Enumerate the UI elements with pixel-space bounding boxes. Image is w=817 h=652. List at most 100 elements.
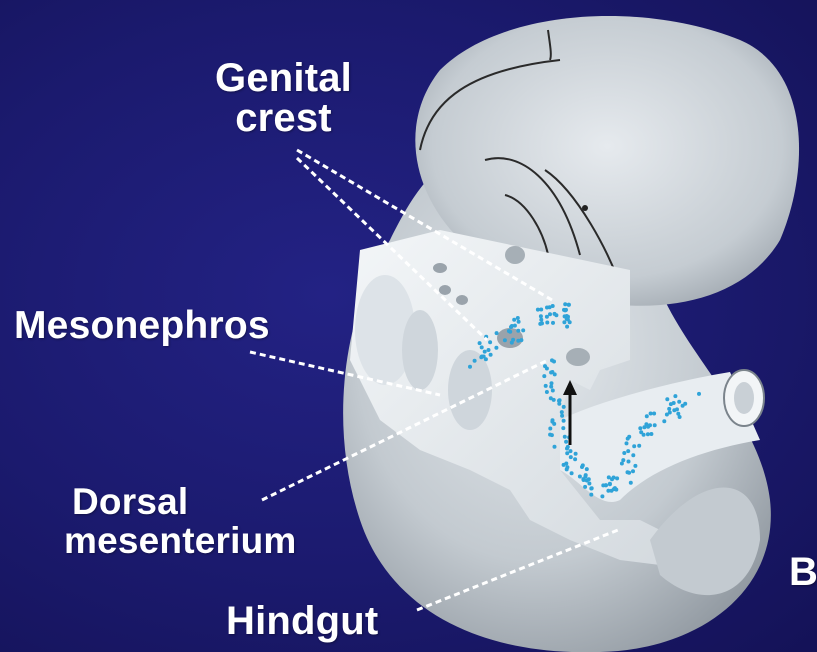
- germ-cell: [632, 444, 636, 448]
- germ-cell: [612, 487, 616, 491]
- germ-cell: [645, 414, 649, 418]
- germ-cell: [565, 465, 569, 469]
- germ-cell: [583, 475, 587, 479]
- germ-cell: [478, 341, 482, 345]
- label-dorsal-line2: mesenterium: [64, 522, 364, 561]
- germ-cell: [545, 315, 549, 319]
- germ-cell: [548, 305, 552, 309]
- germ-cell: [511, 338, 515, 342]
- germ-cell: [516, 329, 520, 333]
- germ-cell: [563, 308, 567, 312]
- germ-cell: [673, 394, 677, 398]
- germ-cell: [631, 469, 635, 473]
- germ-cell: [629, 481, 633, 485]
- germ-cell: [548, 312, 552, 316]
- germ-cell: [480, 345, 484, 349]
- germ-cell: [625, 441, 629, 445]
- germ-cell: [483, 350, 487, 354]
- germ-cell: [583, 485, 587, 489]
- germ-cell: [562, 405, 566, 409]
- germ-cell: [638, 426, 642, 430]
- germ-cell: [653, 423, 657, 427]
- germ-cell: [540, 321, 544, 325]
- germ-cell: [578, 475, 582, 479]
- germ-cell: [646, 425, 650, 429]
- germ-cell: [488, 340, 492, 344]
- germ-cell: [665, 397, 669, 401]
- germ-cell: [587, 482, 591, 486]
- germ-cell: [567, 303, 571, 307]
- germ-cell: [677, 400, 681, 404]
- germ-cell: [517, 320, 521, 324]
- germ-cell: [554, 313, 558, 317]
- germ-cell: [564, 462, 568, 466]
- germ-cell: [633, 464, 637, 468]
- germ-cell: [585, 467, 589, 471]
- germ-cell: [548, 427, 552, 431]
- germ-cell: [626, 449, 630, 453]
- germ-cell: [544, 384, 548, 388]
- germ-cell: [665, 413, 669, 417]
- germ-cell: [627, 460, 631, 464]
- germ-cell: [606, 489, 610, 493]
- germ-cell: [681, 404, 685, 408]
- germ-cell: [652, 412, 656, 416]
- germ-cell: [568, 320, 572, 324]
- germ-cell: [569, 449, 573, 453]
- label-mesonephros: Mesonephros: [14, 306, 270, 345]
- germ-cell: [552, 422, 556, 426]
- germ-cell: [553, 372, 557, 376]
- germ-cell: [662, 419, 666, 423]
- germ-cell: [667, 407, 671, 411]
- germ-cell: [675, 407, 679, 411]
- germ-cell: [539, 314, 543, 318]
- germ-cell: [563, 435, 567, 439]
- germ-cell: [521, 328, 525, 332]
- germ-cell: [604, 483, 608, 487]
- germ-cell: [562, 320, 566, 324]
- germ-cell: [573, 457, 577, 461]
- germ-cell: [564, 440, 568, 444]
- germ-cell: [508, 330, 512, 334]
- germ-cell: [565, 447, 569, 451]
- germ-cell: [590, 486, 594, 490]
- germ-cell: [565, 325, 569, 329]
- germ-cell: [574, 452, 578, 456]
- germ-cell: [560, 414, 564, 418]
- germ-cell: [612, 476, 616, 480]
- germ-cell: [512, 318, 516, 322]
- germ-cell: [545, 321, 549, 325]
- germ-cell: [539, 308, 543, 312]
- germ-cell: [627, 435, 631, 439]
- germ-cell: [494, 346, 498, 350]
- germ-cell: [509, 325, 513, 329]
- label-genital-crest-line1: Genital: [196, 58, 371, 98]
- germ-cell: [570, 471, 574, 475]
- germ-cell: [482, 355, 486, 359]
- germ-cell: [552, 398, 556, 402]
- label-hindgut: Hindgut: [226, 601, 378, 641]
- germ-cell: [551, 389, 555, 393]
- germ-cell: [545, 367, 549, 371]
- panel-letter: B: [789, 552, 817, 592]
- germ-cell: [489, 353, 493, 357]
- germ-cell: [580, 465, 584, 469]
- germ-cell: [542, 374, 546, 378]
- germ-cell: [550, 433, 554, 437]
- germ-cell: [697, 392, 701, 396]
- label-dorsal-mesenterium: Dorsal mesenterium: [64, 483, 364, 561]
- germ-cell: [672, 401, 676, 405]
- germ-cell: [549, 385, 553, 389]
- germ-cell: [646, 432, 650, 436]
- germ-cell: [473, 359, 477, 363]
- germ-cell: [649, 412, 653, 416]
- germ-cell: [589, 493, 593, 497]
- germ-cell: [503, 338, 507, 342]
- germ-cell: [553, 445, 557, 449]
- label-genital-crest-line2: crest: [196, 98, 371, 138]
- germ-cell: [550, 381, 554, 385]
- germ-cell: [487, 348, 491, 352]
- label-dorsal-line1: Dorsal: [64, 483, 364, 522]
- germ-cell: [557, 402, 561, 406]
